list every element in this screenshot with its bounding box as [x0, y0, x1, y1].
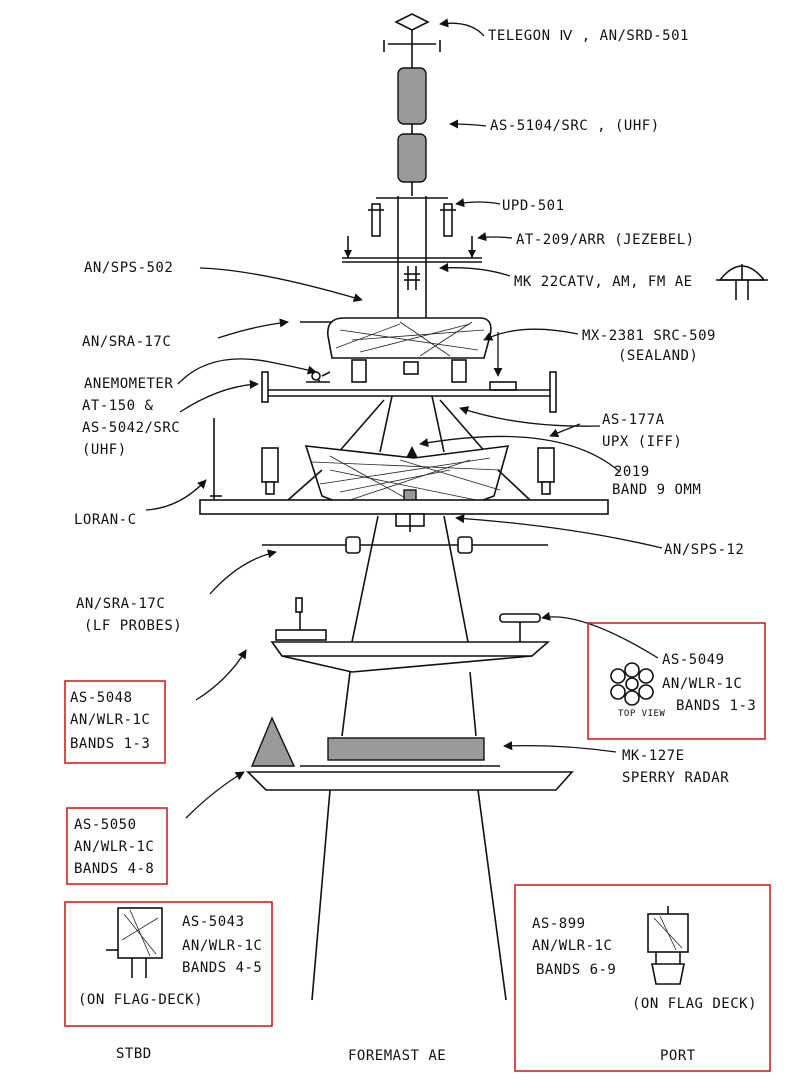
as5049-line1: AS-5049	[662, 652, 725, 668]
label-sperry: SPERRY RADAR	[622, 770, 729, 786]
label-anemometer: ANEMOMETER	[84, 376, 173, 392]
caption-port: PORT	[660, 1048, 696, 1064]
label-upd501: UPD-501	[502, 198, 565, 214]
label-mx2381: MX-2381 SRC-509	[582, 328, 716, 344]
cylinder-antenna-icon	[106, 907, 163, 978]
as899-line3: BANDS 6-9	[536, 962, 616, 978]
dome-antenna-icon	[716, 264, 768, 300]
as5048-line2: AN/WLR-1C	[70, 712, 150, 728]
label-at150: AT-150 &	[82, 398, 154, 414]
box-as5049: AS-5049 AN/WLR-1C BANDS 1-3 TOP VIEW	[587, 622, 766, 740]
as5049-topview: TOP VIEW	[618, 709, 665, 719]
as5050-line1: AS-5050	[74, 817, 137, 833]
caption-foremast: FOREMAST AE	[348, 1048, 446, 1064]
label-upx: UPX (IFF)	[602, 434, 682, 450]
arrows	[145, 18, 663, 819]
label-sra17c-top: AN/SRA-17C	[82, 334, 171, 350]
label-loran: LORAN-C	[74, 512, 137, 528]
label-lf-probes: (LF PROBES)	[84, 618, 182, 634]
label-sealand: (SEALAND)	[618, 348, 698, 364]
as5048-line1: AS-5048	[70, 690, 133, 706]
as5049-line2: AN/WLR-1C	[662, 676, 742, 692]
as899-note: (ON FLAG DECK)	[632, 996, 757, 1012]
as5049-line3: BANDS 1-3	[676, 698, 756, 714]
label-telegon: TELEGON Ⅳ , AN/SRD-501	[488, 28, 689, 44]
as5050-line2: AN/WLR-1C	[74, 839, 154, 855]
label-sps502: AN/SPS-502	[84, 260, 173, 276]
as5048-line3: BANDS 1-3	[70, 736, 150, 752]
label-sps12: AN/SPS-12	[664, 542, 744, 558]
as5043-note: (ON FLAG-DECK)	[78, 992, 203, 1008]
flower-antenna-icon	[610, 662, 654, 706]
box-as5043: AS-5043 AN/WLR-1C BANDS 4-5 (ON FLAG-DEC…	[64, 901, 273, 1027]
label-as177a: AS-177A	[602, 412, 665, 428]
box-as5048: AS-5048 AN/WLR-1C BANDS 1-3	[64, 680, 166, 764]
label-uhf: (UHF)	[82, 442, 127, 458]
mast-drawing	[199, 13, 609, 1001]
caption-stbd: STBD	[116, 1046, 152, 1062]
label-mk127: MK-127E	[622, 748, 685, 764]
label-band9: BAND 9 OMM	[612, 482, 701, 498]
label-as5042: AS-5042/SRC	[82, 420, 180, 436]
label-sra17c-lf: AN/SRA-17C	[76, 596, 165, 612]
label-mk22: MK 22CATV, AM, FM AE	[514, 274, 693, 290]
cylinder-antenna-icon	[647, 906, 689, 985]
as5043-line2: AN/WLR-1C	[182, 938, 262, 954]
as5043-line1: AS-5043	[182, 914, 245, 930]
as5043-line3: BANDS 4-5	[182, 960, 262, 976]
label-2019: 2019	[614, 464, 650, 480]
label-at209: AT-209/ARR (JEZEBEL)	[516, 232, 695, 248]
box-as899: AS-899 AN/WLR-1C BANDS 6-9 (ON FLAG DECK…	[514, 884, 771, 1072]
as899-line1: AS-899	[532, 916, 586, 932]
as899-line2: AN/WLR-1C	[532, 938, 612, 954]
label-as5104: AS-5104/SRC , (UHF)	[490, 118, 660, 134]
as5050-line3: BANDS 4-8	[74, 861, 154, 877]
box-as5050: AS-5050 AN/WLR-1C BANDS 4-8	[66, 807, 168, 885]
